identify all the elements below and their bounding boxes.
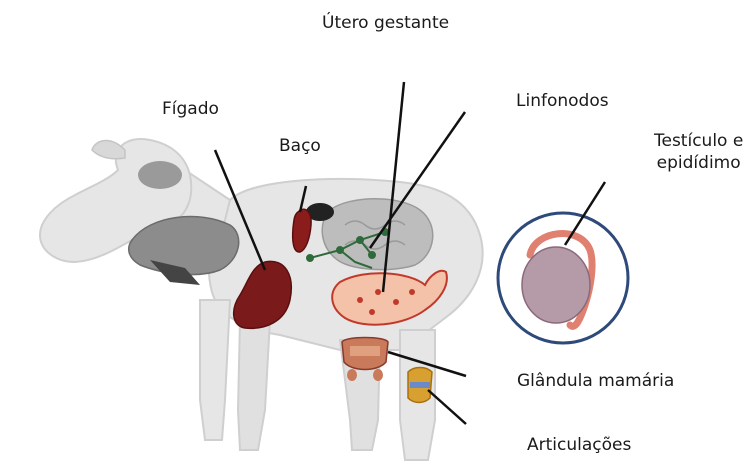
label-testiculo-epididimo: Testículo e epidídimo	[654, 130, 743, 174]
label-articulacoes: Articulações	[527, 434, 631, 456]
sheep-front-leg-right	[238, 320, 270, 450]
sheep-front-leg-left	[200, 300, 230, 440]
label-testiculo-line1: Testículo e	[654, 130, 743, 152]
sheep-ear	[92, 141, 125, 159]
brain-icon	[138, 161, 182, 189]
label-utero-gestante: Útero gestante	[322, 12, 449, 34]
label-figado: Fígado	[162, 98, 219, 120]
label-glandula-mamaria: Glândula mamária	[517, 370, 674, 392]
label-baco: Baço	[279, 135, 321, 157]
joint	[408, 368, 432, 403]
testis-inset	[498, 190, 710, 343]
label-linfonodos: Linfonodos	[516, 90, 609, 112]
label-testiculo-line2: epidídimo	[654, 152, 743, 174]
